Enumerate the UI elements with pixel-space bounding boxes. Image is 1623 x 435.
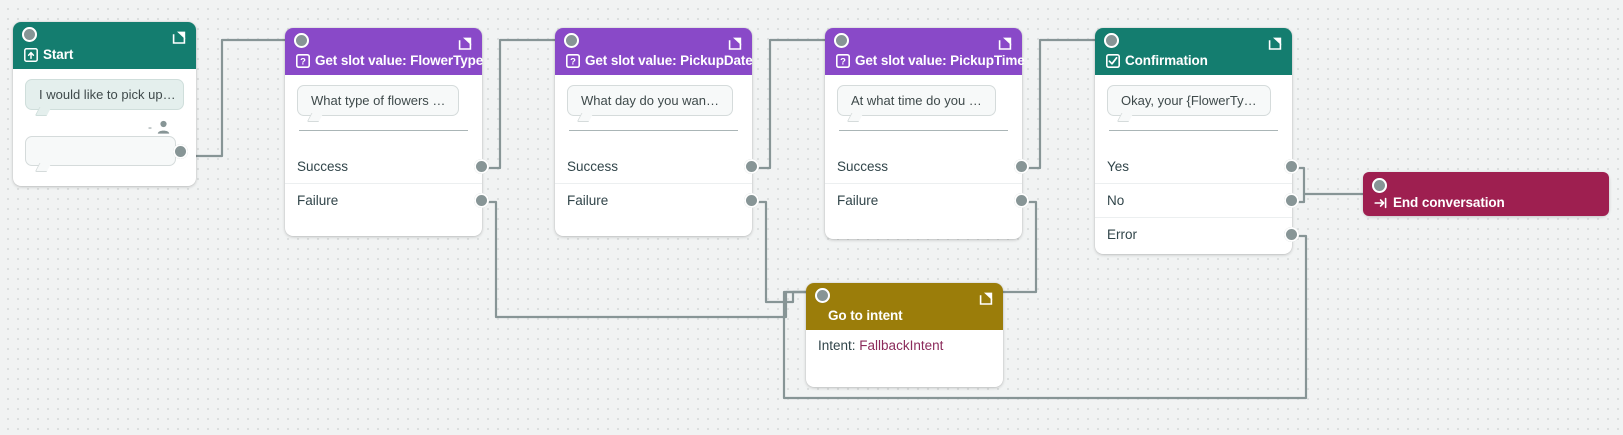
flowertype-node-header[interactable]: ? Get slot value: FlowerType [285, 28, 484, 75]
end-arrow-icon [1374, 196, 1388, 210]
start-node[interactable]: Start I would like to pick up… - [13, 22, 196, 186]
start-flow-icon [24, 48, 38, 62]
go-to-intent-header[interactable]: Go to intent [806, 283, 1003, 330]
output-row-success[interactable]: Success [825, 149, 1029, 183]
question-box-icon: ? [566, 54, 580, 68]
pickupdate-node-body: What day do you wan… [555, 75, 752, 116]
pickupdate-node-title: Get slot value: PickupDate [585, 53, 753, 69]
svg-text:?: ? [840, 57, 846, 68]
output-label: Failure [567, 193, 609, 208]
end-conversation-node[interactable]: End conversation [1363, 172, 1609, 216]
end-conversation-title: End conversation [1393, 195, 1505, 211]
output-row-failure[interactable]: Failure [555, 183, 759, 217]
bot-message-bubble: At what time do you … [837, 85, 996, 116]
wire-confirmation-error-to-gotointent [782, 234, 1308, 400]
divider [569, 130, 738, 131]
end-conversation-header[interactable]: End conversation [1363, 172, 1609, 216]
output-row-success[interactable]: Success [285, 149, 489, 183]
output-label: Failure [297, 193, 339, 208]
output-label: Success [837, 158, 889, 174]
output-label: Failure [837, 193, 879, 208]
confirmation-node-body: Okay, your {FlowerTy… [1095, 75, 1292, 116]
flowertype-node-body: What type of flowers … [285, 75, 482, 116]
output-port[interactable] [1014, 158, 1029, 174]
output-port[interactable] [474, 193, 489, 208]
get-slot-pickuptime-node[interactable]: ? Get slot value: PickupTime At what tim… [825, 28, 1029, 239]
edit-icon[interactable] [998, 36, 1013, 51]
question-box-icon: ? [836, 54, 850, 68]
bot-message-bubble: What day do you wan… [567, 85, 734, 116]
edit-icon[interactable] [172, 30, 187, 45]
output-port[interactable] [173, 144, 188, 159]
output-port[interactable] [744, 158, 759, 174]
intent-value: FallbackIntent [859, 337, 944, 353]
confirmation-node[interactable]: Confirmation Okay, your {FlowerTy… Yes N… [1095, 28, 1299, 254]
output-port[interactable] [474, 158, 489, 174]
output-row-error[interactable]: Error [1095, 217, 1299, 251]
output-port[interactable] [1284, 193, 1299, 208]
output-label: Success [567, 158, 619, 174]
person-icon [157, 120, 170, 134]
intent-row: Intent: FallbackIntent [806, 330, 1003, 353]
output-row-no[interactable]: No [1095, 183, 1299, 217]
edit-icon[interactable] [979, 291, 994, 306]
pickupdate-node-header[interactable]: ? Get slot value: PickupDate [555, 28, 753, 75]
output-port[interactable] [1284, 158, 1299, 174]
edit-icon[interactable] [1268, 36, 1283, 51]
bot-message-bubble: I would like to pick up… [25, 79, 184, 110]
go-to-intent-node[interactable]: Go to intent Intent: FallbackIntent [806, 283, 1003, 387]
divider [839, 130, 1008, 131]
start-node-body: I would like to pick up… - [13, 69, 196, 171]
input-port[interactable] [815, 288, 830, 303]
output-label: No [1107, 193, 1125, 208]
user-dash-label: - [148, 120, 152, 134]
edit-icon[interactable] [728, 36, 743, 51]
output-row-failure[interactable]: Failure [825, 183, 1029, 217]
get-slot-flowertype-node[interactable]: ? Get slot value: FlowerType What type o… [285, 28, 489, 236]
output-port[interactable] [1284, 227, 1299, 242]
pickuptime-node-body: At what time do you … [825, 75, 1022, 116]
output-label: Error [1107, 227, 1137, 242]
bot-message-bubble: Okay, your {FlowerTy… [1107, 85, 1271, 116]
start-node-title: Start [43, 47, 74, 63]
output-port[interactable] [1014, 193, 1029, 208]
divider [299, 130, 468, 131]
output-row-success[interactable]: Success [555, 149, 759, 183]
input-port[interactable] [1372, 178, 1387, 193]
svg-text:?: ? [570, 57, 576, 68]
pickuptime-node-header[interactable]: ? Get slot value: PickupTime [825, 28, 1025, 75]
user-turn-row: - [25, 110, 184, 136]
input-port[interactable] [294, 33, 309, 48]
divider [1109, 130, 1278, 131]
get-slot-pickupdate-node[interactable]: ? Get slot value: PickupDate What day do… [555, 28, 759, 236]
svg-text:?: ? [300, 57, 306, 68]
output-port[interactable] [744, 193, 759, 208]
question-box-icon: ? [296, 54, 310, 68]
output-row-yes[interactable]: Yes [1095, 149, 1299, 183]
start-node-header[interactable]: Start [13, 22, 196, 69]
confirmation-node-title: Confirmation [1125, 53, 1208, 69]
confirmation-node-header[interactable]: Confirmation [1095, 28, 1292, 75]
edit-icon[interactable] [458, 36, 473, 51]
output-label: Yes [1107, 158, 1130, 174]
flowertype-node-title: Get slot value: FlowerType [315, 53, 484, 69]
input-port[interactable] [564, 33, 579, 48]
input-port[interactable] [1104, 33, 1119, 48]
bot-message-bubble: What type of flowers … [297, 85, 460, 116]
input-port[interactable] [22, 27, 37, 42]
intent-label: Intent: [818, 337, 856, 353]
pickuptime-node-title: Get slot value: PickupTime [855, 53, 1025, 69]
user-input-bubble[interactable] [25, 136, 176, 166]
input-port[interactable] [834, 33, 849, 48]
output-row-failure[interactable]: Failure [285, 183, 489, 217]
go-to-intent-title: Go to intent [828, 308, 903, 323]
output-label: Success [297, 158, 349, 174]
checkbox-icon [1106, 54, 1120, 68]
